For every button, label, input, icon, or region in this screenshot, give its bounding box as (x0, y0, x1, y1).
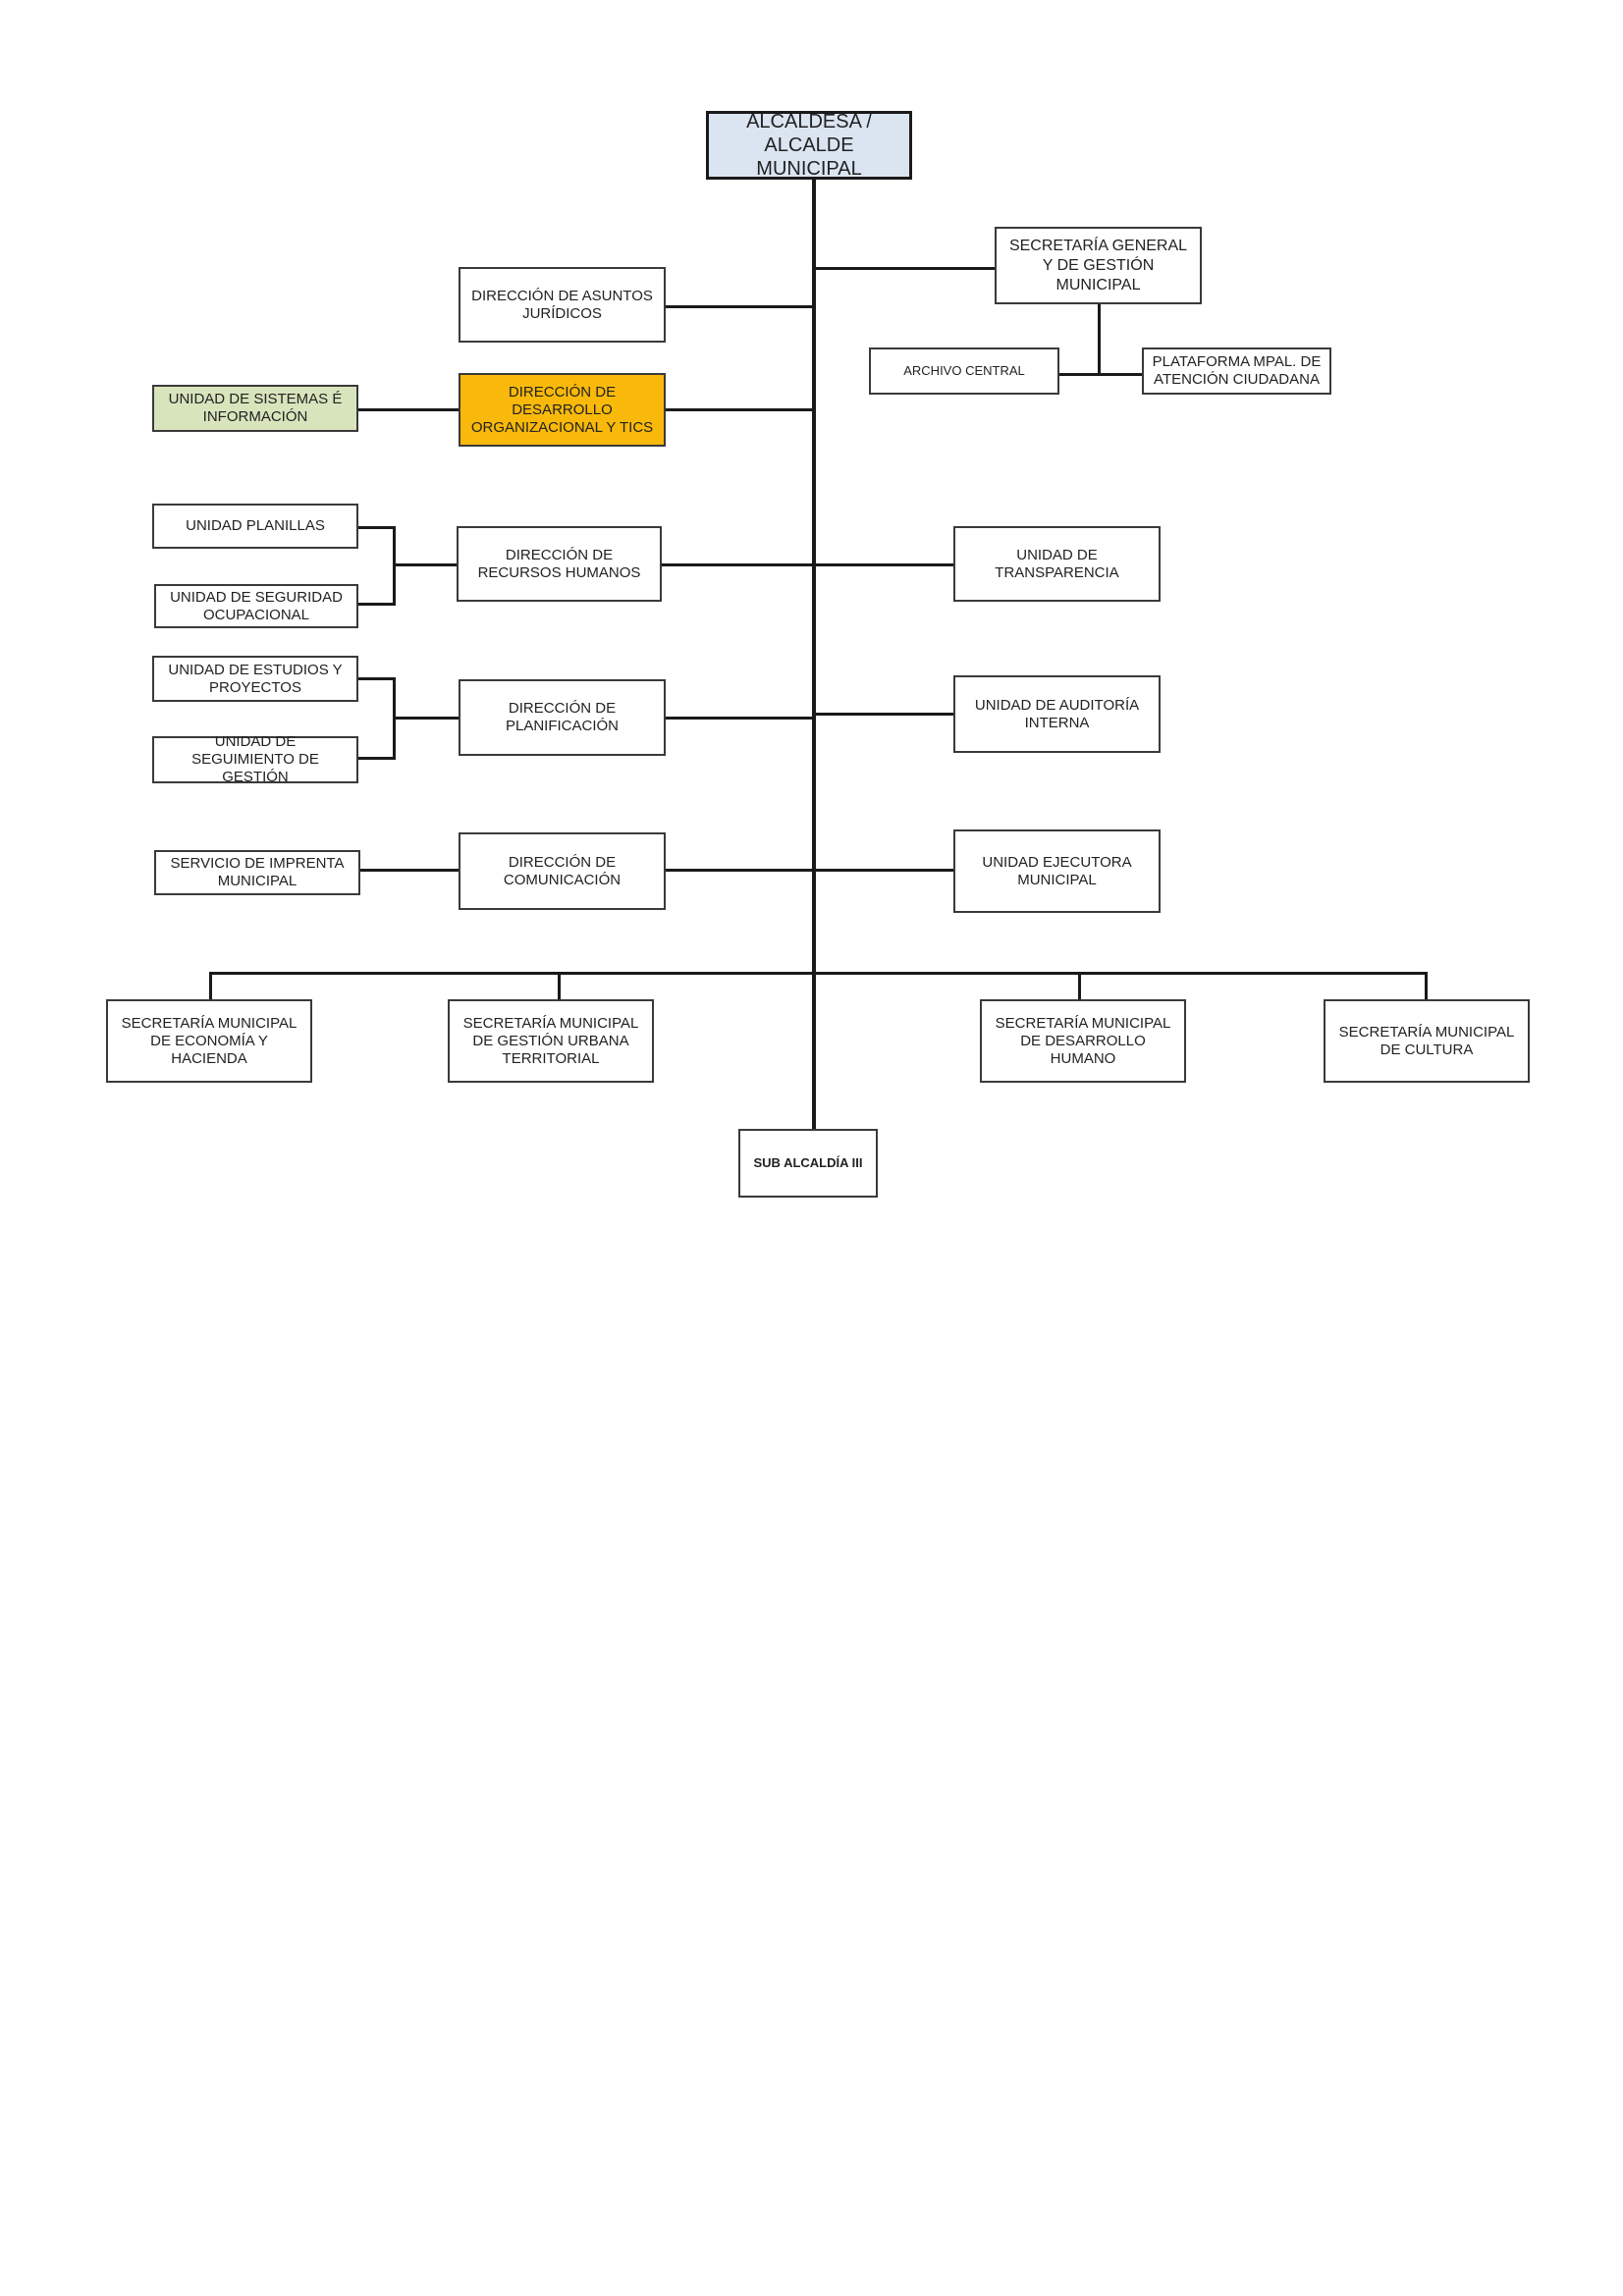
cultura-box: SECRETARÍA MUNICIPAL DE CULTURA (1324, 999, 1530, 1083)
archivo-central-box: ARCHIVO CENTRAL (869, 347, 1059, 395)
estudios-box: UNIDAD DE ESTUDIOS Y PROYECTOS (152, 656, 358, 702)
transparencia-label: UNIDAD DE TRANSPARENCIA (995, 546, 1119, 581)
desarrollo-org-label: DIRECCIÓN DE DESARROLLO ORGANIZACIONAL Y… (470, 383, 654, 436)
drop-desarrollo-humano (1078, 972, 1081, 1000)
desarrollo-humano-label: SECRETARÍA MUNICIPAL DE DESARROLLO HUMAN… (995, 1014, 1171, 1067)
drop-gestion-urbana (558, 972, 561, 1000)
ejecutora-label: UNIDAD EJECUTORA MUNICIPAL (982, 853, 1132, 888)
planificacion-box: DIRECCIÓN DE PLANIFICACIÓN (459, 679, 666, 756)
branch-desarrollo-org (665, 408, 814, 411)
estudios-label: UNIDAD DE ESTUDIOS Y PROYECTOS (168, 661, 343, 696)
planificacion-label: DIRECCIÓN DE PLANIFICACIÓN (505, 700, 620, 734)
bracket-seguimiento (357, 757, 395, 760)
bracket-seguridad (357, 603, 395, 606)
seguridad-box: UNIDAD DE SEGURIDAD OCUPACIONAL (154, 584, 358, 628)
auditoria-label: UNIDAD DE AUDITORÍA INTERNA (974, 696, 1140, 731)
plataforma-box: PLATAFORMA MPAL. DE ATENCIÓN CIUDADANA (1142, 347, 1331, 395)
rrhh-box: DIRECCIÓN DE RECURSOS HUMANOS (457, 526, 662, 602)
branch-auditoria (814, 713, 954, 716)
seguimiento-box: UNIDAD DE SEGUIMIENTO DE GESTIÓN (152, 733, 358, 785)
comunicacion-label: DIRECCIÓN DE COMUNICACIÓN (503, 853, 622, 888)
branch-comunicacion (665, 869, 814, 872)
subalcaldia-box: SUB ALCALDÍA III (738, 1129, 878, 1198)
branch-ejecutora (814, 869, 954, 872)
economia-label: SECRETARÍA MUNICIPAL DE ECONOMÍA Y HACIE… (121, 1014, 298, 1067)
bottom-horizontal-bar (209, 972, 1427, 975)
drop-cultura (1425, 972, 1428, 1000)
alcaldia-label: ALCALDESA / ALCALDE MUNICIPAL (746, 111, 872, 180)
drop-economia (209, 972, 212, 1000)
branch-secretaria-general (814, 267, 998, 270)
main-trunk-line (812, 179, 816, 1150)
sistemas-label: UNIDAD DE SISTEMAS é INFORMACIÓN (168, 391, 343, 425)
branch-sistemas (357, 408, 460, 411)
bracket-planillas (357, 526, 395, 529)
archivo-central-label: ARCHIVO CENTRAL (903, 363, 1025, 378)
secretaria-general-box: SECRETARÍA GENERAL Y DE GESTIÓN MUNICIPA… (995, 227, 1202, 304)
auditoria-box: UNIDAD DE AUDITORÍA INTERNA (953, 675, 1161, 753)
subalcaldia-label: SUB ALCALDÍA III (753, 1155, 863, 1170)
branch-secgen-down (1098, 304, 1101, 374)
branch-planificacion (665, 717, 814, 720)
transparencia-box: UNIDAD DE TRANSPARENCIA (953, 526, 1161, 602)
desarrollo-org-box: DIRECCIÓN DE DESARROLLO ORGANIZACIONAL Y… (459, 373, 666, 447)
seguridad-label: UNIDAD DE SEGURIDAD OCUPACIONAL (170, 588, 343, 623)
bracket-rrhh-link (393, 563, 458, 566)
asuntos-juridicos-box: DIRECCIÓN DE ASUNTOS JURÍDICOS (459, 267, 666, 343)
imprenta-box: SERVICIO DE IMPRENTA MUNICIPAL (154, 850, 360, 895)
branch-archivo-plataforma (1058, 373, 1143, 376)
desarrollo-humano-box: SECRETARÍA MUNICIPAL DE DESARROLLO HUMAN… (980, 999, 1186, 1083)
seguimiento-label: UNIDAD DE SEGUIMIENTO DE GESTIÓN (191, 733, 319, 785)
sistemas-box: UNIDAD DE SISTEMAS é INFORMACIÓN (152, 385, 358, 432)
gestion-urbana-box: SECRETARÍA MUNICIPAL DE GESTIÓN URBANA T… (448, 999, 654, 1083)
branch-transparencia (814, 563, 954, 566)
imprenta-label: SERVICIO DE IMPRENTA MUNICIPAL (170, 855, 345, 889)
gestion-urbana-label: SECRETARÍA MUNICIPAL DE GESTIÓN URBANA T… (462, 1014, 639, 1067)
bracket-planificacion-link (393, 717, 460, 720)
branch-imprenta (359, 869, 460, 872)
ejecutora-box: UNIDAD EJECUTORA MUNICIPAL (953, 829, 1161, 913)
comunicacion-box: DIRECCIÓN DE COMUNICACIÓN (459, 832, 666, 910)
secretaria-general-label: SECRETARÍA GENERAL Y DE GESTIÓN MUNICIPA… (1008, 237, 1188, 294)
asuntos-juridicos-label: DIRECCIÓN DE ASUNTOS JURÍDICOS (471, 287, 653, 322)
economia-box: SECRETARÍA MUNICIPAL DE ECONOMÍA Y HACIE… (106, 999, 312, 1083)
planillas-box: UNIDAD PLANILLAS (152, 504, 358, 549)
plataforma-label: PLATAFORMA MPAL. DE ATENCIÓN CIUDADANA (1152, 353, 1322, 388)
rrhh-label: DIRECCIÓN DE RECURSOS HUMANOS (477, 546, 641, 581)
branch-asuntos-juridicos (665, 305, 814, 308)
branch-rrhh (661, 563, 814, 566)
bracket-estudios (357, 677, 395, 680)
cultura-label: SECRETARÍA MUNICIPAL DE CULTURA (1338, 1023, 1515, 1058)
planillas-label: UNIDAD PLANILLAS (186, 517, 325, 534)
alcaldia-box: ALCALDESA / ALCALDE MUNICIPAL (706, 111, 912, 180)
